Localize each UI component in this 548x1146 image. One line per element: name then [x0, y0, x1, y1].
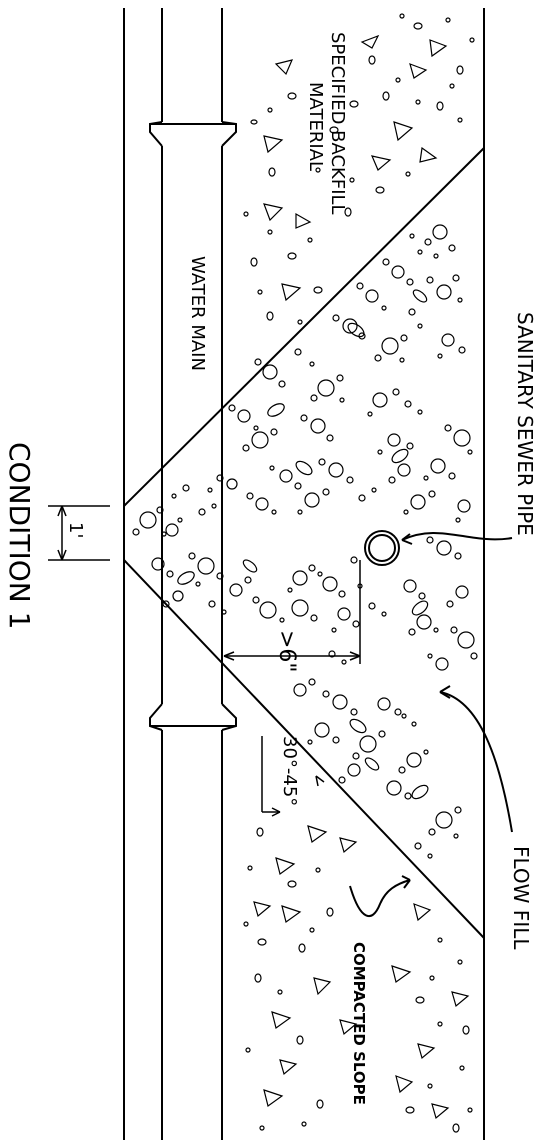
flow-fill-ellipses	[177, 289, 429, 800]
sanitary-sewer-pipe	[364, 530, 513, 566]
label-flow-fill: FLOW FILL	[509, 846, 533, 950]
backfill-texture-top	[243, 13, 475, 325]
upper-slope-line	[123, 147, 485, 507]
sewer-pipe-leader	[401, 532, 513, 541]
label-one-foot: 1'	[65, 522, 86, 538]
flow-fill-leader	[439, 685, 513, 833]
dimension-one-foot	[48, 505, 110, 561]
lower-slope-line	[123, 559, 485, 939]
label-six-inch: >6"	[274, 630, 299, 673]
slope-lines	[123, 147, 485, 939]
label-compacted-slope: COMPACTED SLOPE	[350, 942, 368, 1105]
compacted-slope-leader	[349, 875, 411, 917]
label-material: MATERIAL	[305, 82, 326, 171]
dimension-six-inch	[223, 560, 361, 664]
label-water-main: WATER MAIN	[187, 256, 208, 371]
label-angle-range: 30°-45°	[279, 736, 300, 806]
trench-walls	[123, 8, 485, 1140]
backfill-texture-bottom	[243, 825, 473, 1133]
label-specified-backfill: SPECIFIED BACKFILL	[327, 32, 348, 215]
label-condition: CONDITION 1	[3, 442, 36, 629]
angle-indicator	[261, 736, 325, 817]
flow-fill-texture	[132, 224, 478, 859]
water-main-pipe	[149, 8, 237, 1140]
label-sanitary-sewer-pipe: SANITARY SEWER PIPE	[513, 312, 537, 536]
